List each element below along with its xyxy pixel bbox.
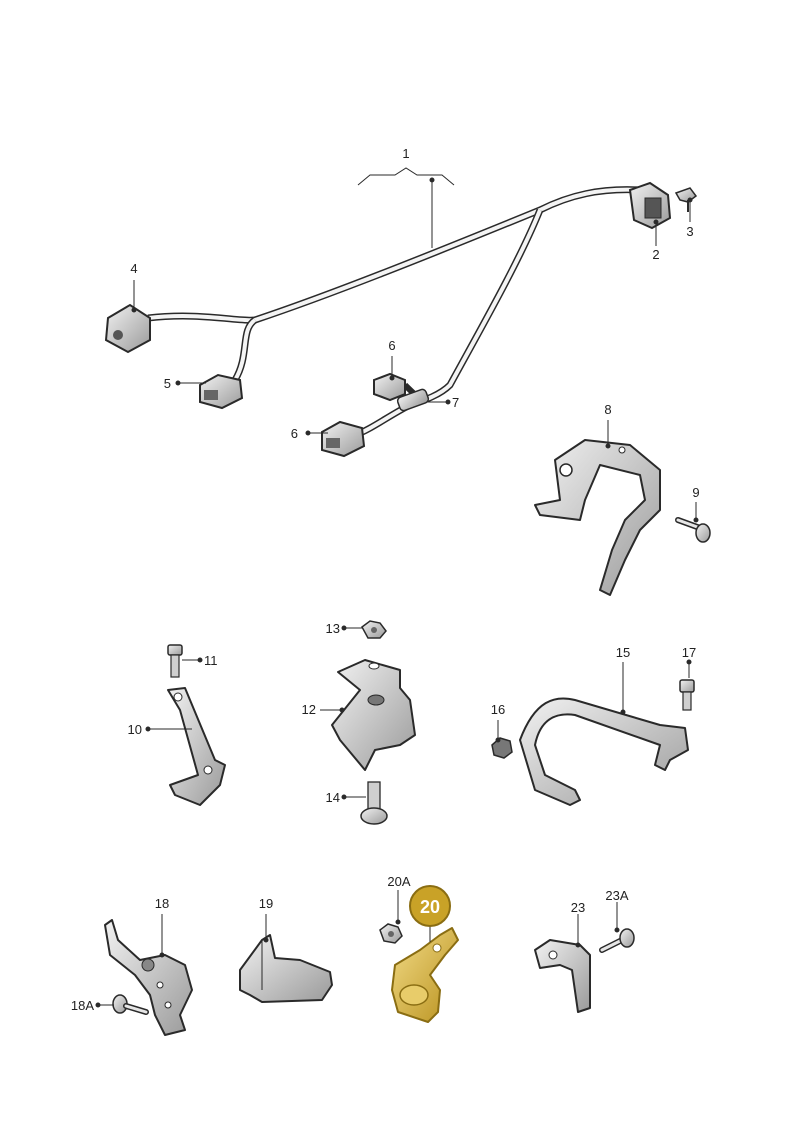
callout-11[interactable]: 11 xyxy=(204,653,218,668)
callout-19[interactable]: 19 xyxy=(259,896,273,911)
bracket-19[interactable] xyxy=(239,934,333,1003)
bracket-10[interactable] xyxy=(167,687,226,806)
nut-20a[interactable] xyxy=(379,923,403,944)
bracket-12[interactable] xyxy=(331,659,416,771)
connector-6-upper[interactable] xyxy=(373,372,406,402)
callout-16[interactable]: 16 xyxy=(491,702,505,717)
callout-10[interactable]: 10 xyxy=(128,722,142,737)
callout-18[interactable]: 18 xyxy=(155,896,169,911)
callout-6-lower[interactable]: 6 xyxy=(291,426,298,441)
callout-labels: 1 2 3 4 5 6 6 7 8 9 10 11 12 13 14 15 16… xyxy=(71,146,700,1013)
nut-13[interactable] xyxy=(361,620,387,639)
connector-2[interactable] xyxy=(628,181,672,230)
callout-9[interactable]: 9 xyxy=(692,485,699,500)
callout-20: 20 xyxy=(420,897,440,917)
callout-20a[interactable]: 20A xyxy=(387,874,410,889)
callout-2[interactable]: 2 xyxy=(652,247,659,262)
callout-17[interactable]: 17 xyxy=(682,645,696,660)
callout-23a[interactable]: 23A xyxy=(605,888,628,903)
bolt-17[interactable] xyxy=(679,679,695,711)
bracket-23[interactable] xyxy=(534,939,591,1013)
callout-3[interactable]: 3 xyxy=(686,224,693,239)
nut-16[interactable] xyxy=(491,737,513,759)
bracket-8[interactable] xyxy=(534,439,661,596)
clip-3[interactable] xyxy=(674,187,698,212)
callout-14[interactable]: 14 xyxy=(326,790,340,805)
connector-6-lower[interactable] xyxy=(321,420,366,458)
callout-7[interactable]: 7 xyxy=(452,395,459,410)
bolt-14[interactable] xyxy=(360,781,388,825)
callout-18a[interactable]: 18A xyxy=(71,998,94,1013)
bolt-9[interactable] xyxy=(675,517,711,543)
bracket-20-highlighted[interactable] xyxy=(391,927,459,1023)
callout-8[interactable]: 8 xyxy=(604,402,611,417)
callout-4[interactable]: 4 xyxy=(130,261,137,276)
connector-4[interactable] xyxy=(104,303,151,354)
bolt-23a[interactable] xyxy=(599,928,635,953)
bracket-18[interactable] xyxy=(104,919,193,1036)
callout-15[interactable]: 15 xyxy=(616,645,630,660)
callout-20-highlight-badge[interactable]: 20 xyxy=(409,885,451,927)
callout-6-upper[interactable]: 6 xyxy=(388,338,395,353)
callout-5[interactable]: 5 xyxy=(164,376,171,391)
wiring-harness[interactable] xyxy=(147,186,641,439)
callout-12[interactable]: 12 xyxy=(302,702,316,717)
bolt-11[interactable] xyxy=(167,644,183,678)
callout-13[interactable]: 13 xyxy=(326,621,340,636)
callout-1[interactable]: 1 xyxy=(402,146,409,161)
bracket-15[interactable] xyxy=(519,697,689,806)
connector-5[interactable] xyxy=(199,373,244,410)
bolt-18a[interactable] xyxy=(112,994,149,1015)
leader-lines xyxy=(95,167,699,1008)
callout-23[interactable]: 23 xyxy=(571,900,585,915)
